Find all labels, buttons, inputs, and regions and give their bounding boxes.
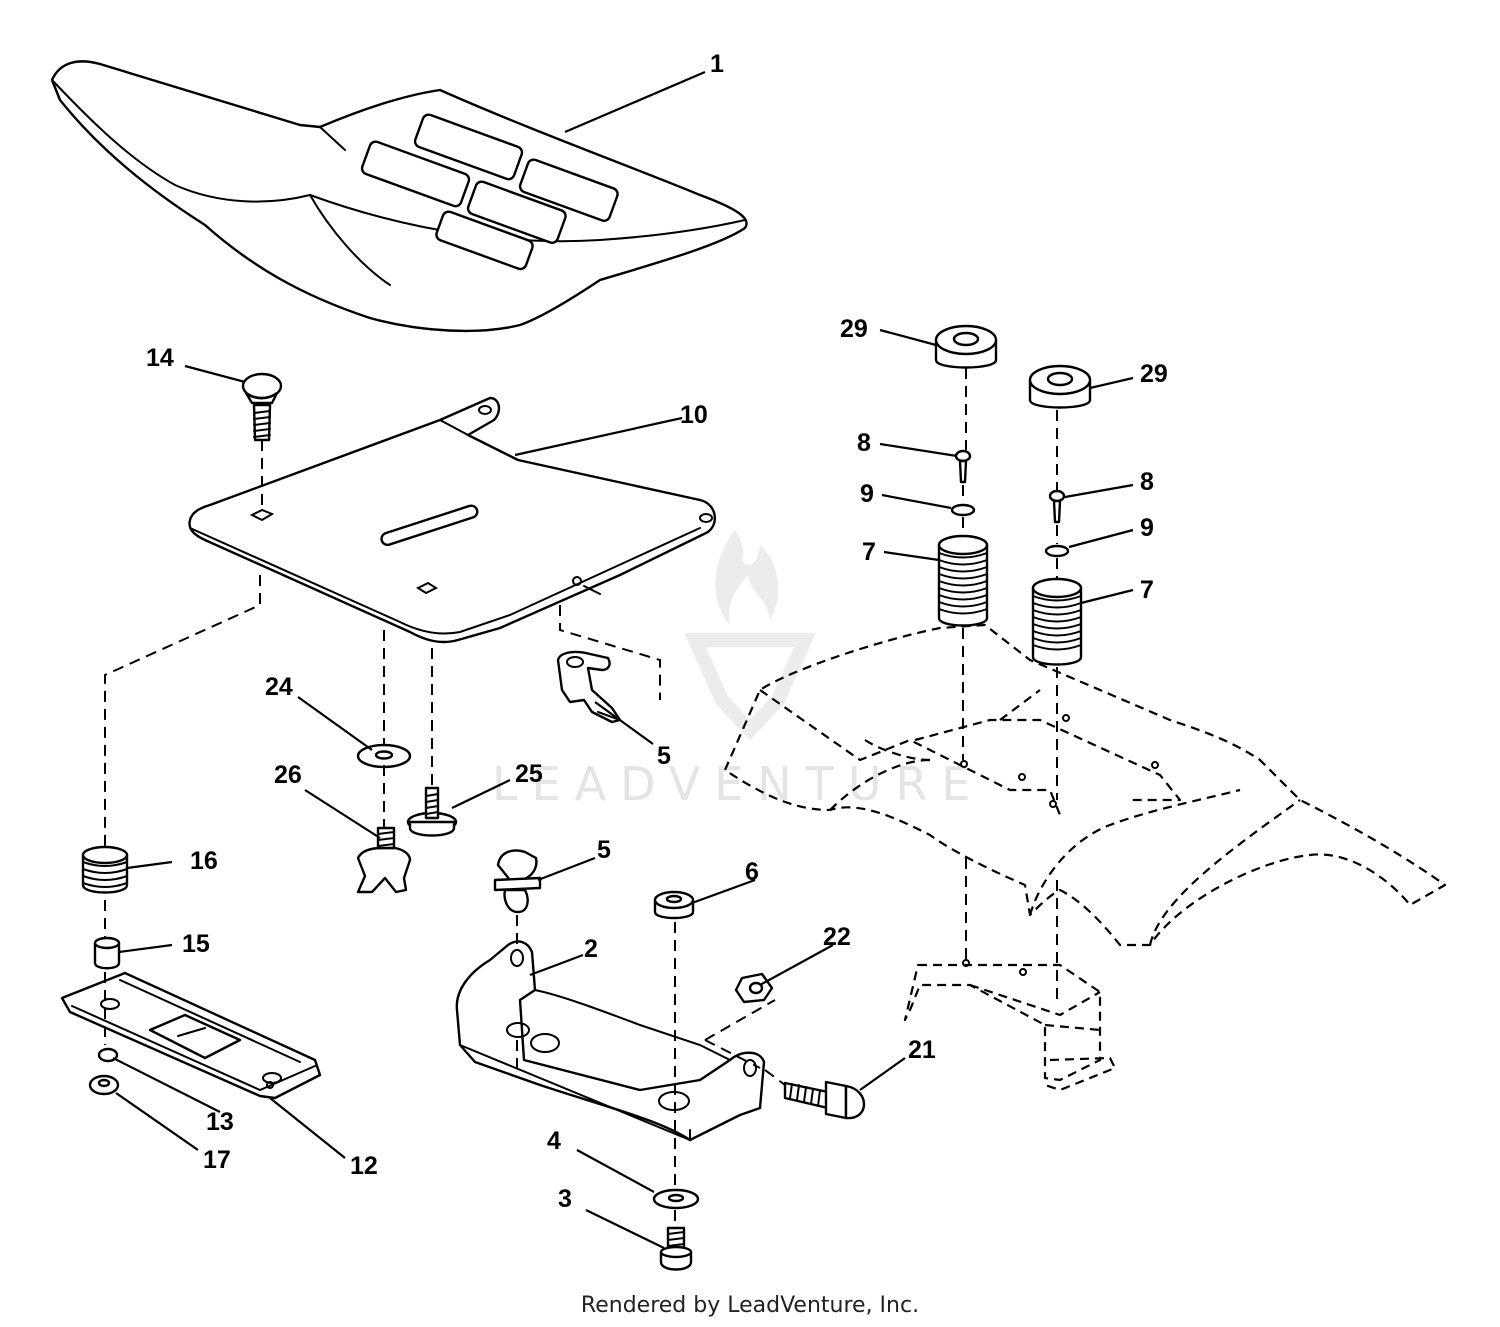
hex-bolt-3 xyxy=(659,1226,693,1271)
callout-13: 13 xyxy=(206,1108,234,1136)
callout-10: 10 xyxy=(680,401,708,429)
callout-leaders xyxy=(112,70,1134,1249)
seat-pivot-bracket xyxy=(455,940,766,1142)
frame-outline-reference xyxy=(723,623,1447,1092)
rubber-bumper-left xyxy=(934,324,998,369)
callout-16: 16 xyxy=(190,847,218,875)
flat-washer-24 xyxy=(356,743,412,769)
callout-6: 6 xyxy=(745,858,759,886)
bushing xyxy=(93,936,121,970)
lock-nut-13 xyxy=(97,1047,119,1063)
seat-cushion xyxy=(50,60,748,333)
callout-29-left: 29 xyxy=(840,315,868,343)
callout-5-lower: 5 xyxy=(597,836,611,864)
seat-adjustment-knob xyxy=(356,826,412,894)
seat-pan xyxy=(188,396,716,644)
callout-29-right: 29 xyxy=(1140,360,1168,388)
flat-washer-4 xyxy=(652,1188,700,1210)
callout-9-right: 9 xyxy=(1140,514,1154,542)
callout-17: 17 xyxy=(203,1146,231,1174)
assembly-centerlines xyxy=(104,368,1058,1226)
seat-slide-rail xyxy=(60,971,322,1100)
seat-spring-right xyxy=(1031,577,1083,666)
hex-nut-6 xyxy=(653,890,695,920)
callout-12: 12 xyxy=(350,1152,378,1180)
shoulder-bolt-21 xyxy=(783,1080,865,1120)
callout-8-left: 8 xyxy=(857,429,871,457)
lock-washer-right xyxy=(1044,544,1070,558)
flange-nut-17 xyxy=(88,1074,120,1096)
callout-labels: 1 2 3 4 5 5 6 7 7 8 8 9 9 10 12 13 14 15… xyxy=(146,50,1168,1213)
callout-7-right: 7 xyxy=(1140,576,1154,604)
footer-credit: Rendered by LeadVenture, Inc. xyxy=(580,1293,920,1318)
watermark: LEADVENTURE xyxy=(492,530,985,811)
seat-clip-lower xyxy=(493,849,542,914)
compression-spring xyxy=(81,845,129,894)
watermark-text: LEADVENTURE xyxy=(492,757,985,811)
callout-21: 21 xyxy=(908,1036,936,1064)
hex-nut-22 xyxy=(734,972,774,1004)
callout-5-upper: 5 xyxy=(657,742,671,770)
callout-24: 24 xyxy=(265,673,293,701)
screw-right xyxy=(1048,489,1066,524)
callout-22: 22 xyxy=(823,923,851,951)
callout-4: 4 xyxy=(547,1127,561,1155)
callout-26: 26 xyxy=(274,761,302,789)
rubber-bumper-right xyxy=(1028,364,1092,409)
callout-1: 1 xyxy=(710,50,724,78)
callout-15: 15 xyxy=(182,930,210,958)
callout-14: 14 xyxy=(146,344,174,372)
callout-9-left: 9 xyxy=(860,480,874,508)
lock-washer-left xyxy=(950,503,976,517)
carriage-bolt xyxy=(241,372,283,442)
callout-25: 25 xyxy=(515,760,543,788)
callout-7-left: 7 xyxy=(862,538,876,566)
screw-left xyxy=(954,449,972,484)
shoulder-bolt-25 xyxy=(406,786,458,837)
callout-2: 2 xyxy=(584,935,598,963)
callout-8-right: 8 xyxy=(1140,468,1154,496)
callout-3: 3 xyxy=(558,1185,572,1213)
seat-clip-upper xyxy=(556,650,622,724)
seat-spring-left xyxy=(937,534,989,627)
